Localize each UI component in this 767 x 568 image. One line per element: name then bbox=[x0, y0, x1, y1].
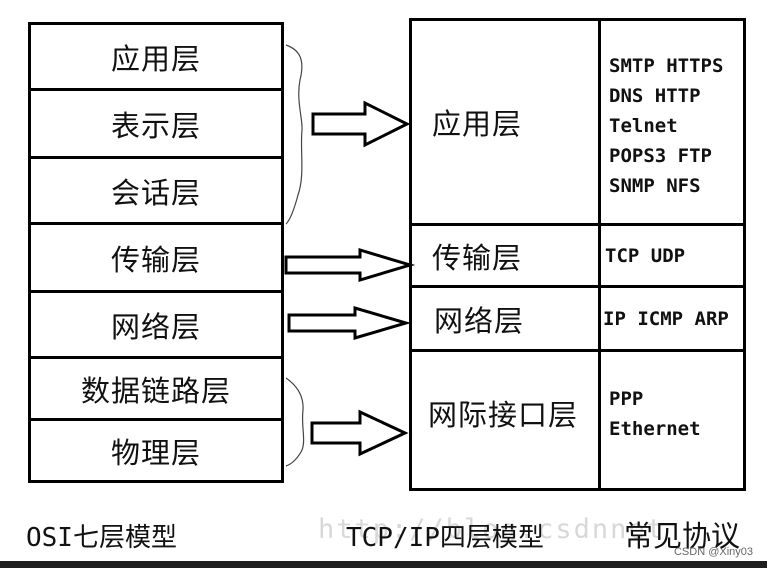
tcpip-layer-link-label: 网际接口层 bbox=[428, 398, 579, 432]
protocol-line: DNS HTTP bbox=[609, 85, 701, 107]
corner-watermark: CSDN @Xiny03 bbox=[673, 546, 753, 558]
arrow-transport bbox=[284, 247, 416, 283]
osi-model: 应用层 表示层 会话层 传输层 网络层 数据链路层 物理层 bbox=[28, 22, 284, 483]
protocols-application: SMTP HTTPS DNS HTTP Telnet POPS3 FTP SNM… bbox=[601, 21, 743, 226]
protocol-line: Telnet bbox=[609, 115, 678, 137]
brace-bottom bbox=[285, 377, 305, 467]
protocol-line: POPS3 FTP bbox=[609, 145, 712, 167]
protocol-line: SMTP HTTPS bbox=[609, 55, 724, 77]
protocol-line: SNMP NFS bbox=[609, 175, 701, 197]
tcpip-model: 应用层 传输层 网络层 网际接口层 SMTP HTTPS DNS HTTP Te… bbox=[409, 18, 746, 491]
tcpip-caption: TCP/IP四层模型 bbox=[346, 523, 544, 553]
background-watermark: http://blog.csdnnet bbox=[318, 514, 665, 545]
brace-top bbox=[285, 44, 303, 225]
protocol-line: TCP UDP bbox=[605, 244, 686, 267]
arrow-application bbox=[311, 100, 411, 148]
protocol-line: IP ICMP ARP bbox=[603, 307, 729, 330]
protocols-network: IP ICMP ARP bbox=[601, 288, 743, 352]
column-divider bbox=[598, 21, 601, 488]
bottom-strip bbox=[0, 561, 767, 568]
osi-layer-transport: 传输层 bbox=[31, 225, 281, 293]
protocols-transport: TCP UDP bbox=[601, 226, 743, 288]
osi-layer-network: 网络层 bbox=[31, 293, 281, 359]
osi-layer-session: 会话层 bbox=[31, 159, 281, 225]
tcpip-layer-transport: 传输层 bbox=[412, 226, 598, 288]
tcpip-layer-link: 网际接口层 bbox=[412, 352, 598, 488]
protocol-line: PPP bbox=[609, 388, 644, 410]
osi-layer-presentation: 表示层 bbox=[31, 91, 281, 159]
osi-layer-physical: 物理层 bbox=[110, 435, 201, 470]
tcpip-layer-application: 应用层 bbox=[412, 21, 598, 226]
protocol-line: Ethernet bbox=[609, 418, 701, 440]
arrow-link bbox=[310, 409, 409, 457]
osi-layer-application: 应用层 bbox=[31, 25, 281, 91]
osi-layer-data-link: 数据链路层 bbox=[31, 359, 281, 421]
arrow-network bbox=[287, 305, 412, 341]
tcpip-layer-network: 网络层 bbox=[412, 288, 598, 352]
protocols-caption: 常见协议 bbox=[624, 519, 741, 553]
protocols-link: PPP Ethernet bbox=[601, 352, 743, 488]
osi-caption: OSI七层模型 bbox=[26, 523, 177, 553]
